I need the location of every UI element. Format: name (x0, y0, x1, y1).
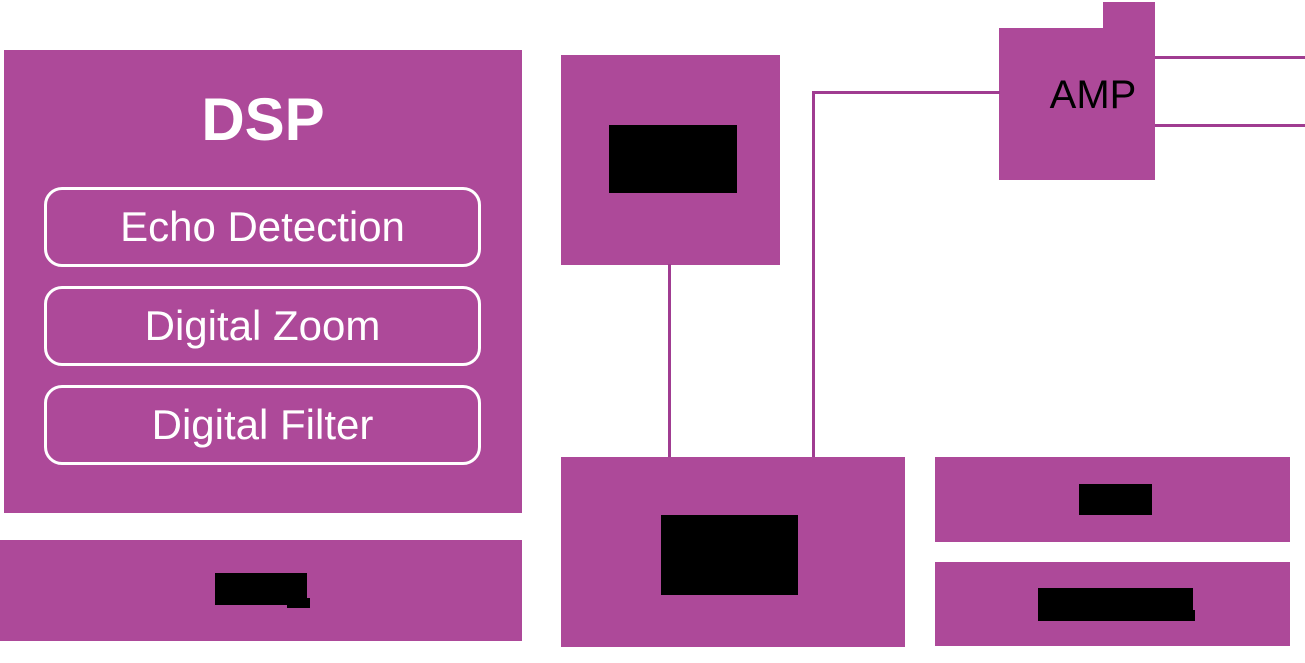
left-bottom-bar-block (0, 540, 522, 641)
dsp-item-echo-detection: Echo Detection (44, 187, 481, 267)
dsp-item-digital-filter: Digital Filter (44, 385, 481, 465)
connector-amp-right-lower (1155, 124, 1305, 127)
amp-block: AMP (999, 28, 1155, 180)
amp-label: AMP (1049, 73, 1137, 117)
redacted-label (661, 515, 798, 595)
right-top-bar-block (935, 457, 1290, 542)
connector-topmiddle-to-bottommiddle (668, 264, 671, 457)
top-middle-block (561, 55, 780, 265)
redacted-label (1038, 588, 1193, 621)
connector-amp-to-bottommiddle-vertical (812, 91, 815, 457)
redacted-label-tail (287, 598, 310, 608)
redacted-label (609, 125, 737, 193)
connector-amp-right-upper (1155, 56, 1305, 59)
redacted-label (1079, 484, 1152, 515)
redacted-label-tail (1183, 610, 1195, 621)
connector-amp-to-bottommiddle-horizontal (813, 91, 1000, 94)
dsp-item-digital-zoom: Digital Zoom (44, 286, 481, 366)
bottom-middle-block (561, 457, 905, 647)
amp-block-tab (1103, 2, 1155, 32)
dsp-block: DSP Echo Detection Digital Zoom Digital … (4, 50, 522, 513)
dsp-title: DSP (201, 86, 325, 153)
right-bottom-bar-block (935, 562, 1290, 646)
